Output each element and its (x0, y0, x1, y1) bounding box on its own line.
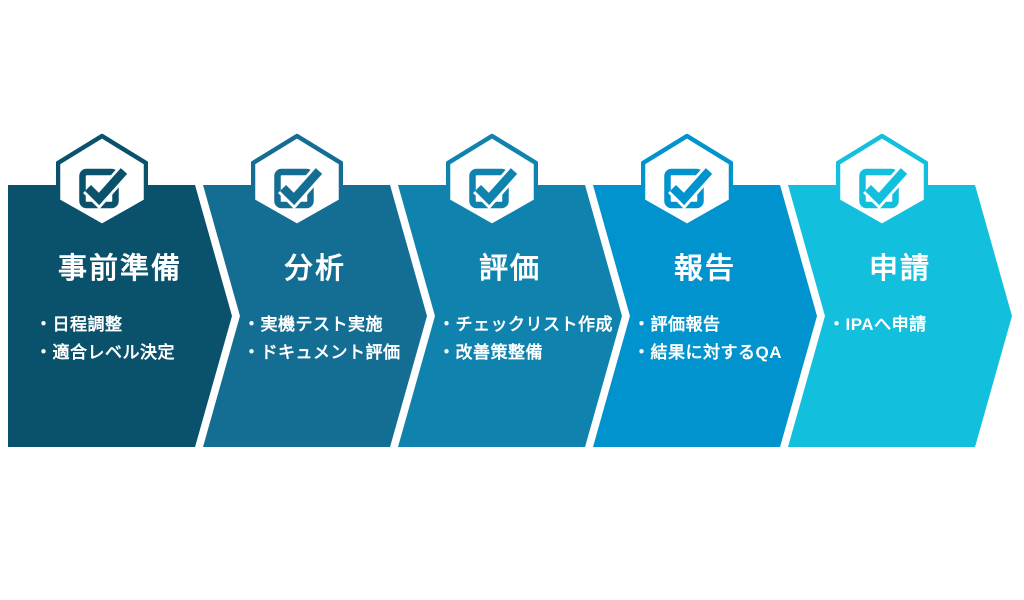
bullet-item: ・チェックリスト作成 (438, 315, 613, 334)
bullet-item: ・実機テスト実施 (243, 315, 383, 334)
shield-checkbox-icon (446, 133, 538, 229)
bullet-item: ・改善策整備 (438, 343, 543, 362)
step-panel-analysis: 分析 ・実機テスト実施 ・ドキュメント評価 (203, 185, 427, 447)
bullet-item: ・適合レベル決定 (35, 343, 175, 362)
bullet-item: ・ドキュメント評価 (243, 343, 401, 362)
step-bullets: ・日程調整 ・適合レベル決定 (35, 311, 228, 367)
step-bullets: ・IPAへ申請 (828, 311, 1008, 339)
step-bullets: ・チェックリスト作成 ・改善策整備 (438, 311, 618, 367)
step-title: 評価 (478, 253, 541, 285)
shield-checkbox-icon (56, 133, 148, 229)
step-panel-report: 報告 ・評価報告 ・結果に対するQA (593, 185, 817, 447)
shield-checkbox-icon (251, 133, 343, 229)
step-title: 事前準備 (57, 253, 182, 285)
step-panel-application: 申請 ・IPAへ申請 (788, 185, 1012, 447)
step-title: 報告 (673, 253, 736, 285)
step-panel-evaluation: 評価 ・チェックリスト作成 ・改善策整備 (398, 185, 622, 447)
bullet-item: ・結果に対するQA (633, 343, 782, 362)
bullet-item: ・日程調整 (35, 315, 123, 334)
step-title: 分析 (283, 253, 346, 285)
shield-checkbox-icon (641, 133, 733, 229)
shield-checkbox-icon (836, 133, 928, 229)
step-bullets: ・評価報告 ・結果に対するQA (633, 311, 813, 367)
step-bullets: ・実機テスト実施 ・ドキュメント評価 (243, 311, 423, 367)
bullet-item: ・評価報告 (633, 315, 721, 334)
step-title: 申請 (868, 253, 931, 285)
step-panel-preparation: 事前準備 ・日程調整 ・適合レベル決定 (8, 185, 232, 447)
bullet-item: ・IPAへ申請 (828, 315, 927, 334)
